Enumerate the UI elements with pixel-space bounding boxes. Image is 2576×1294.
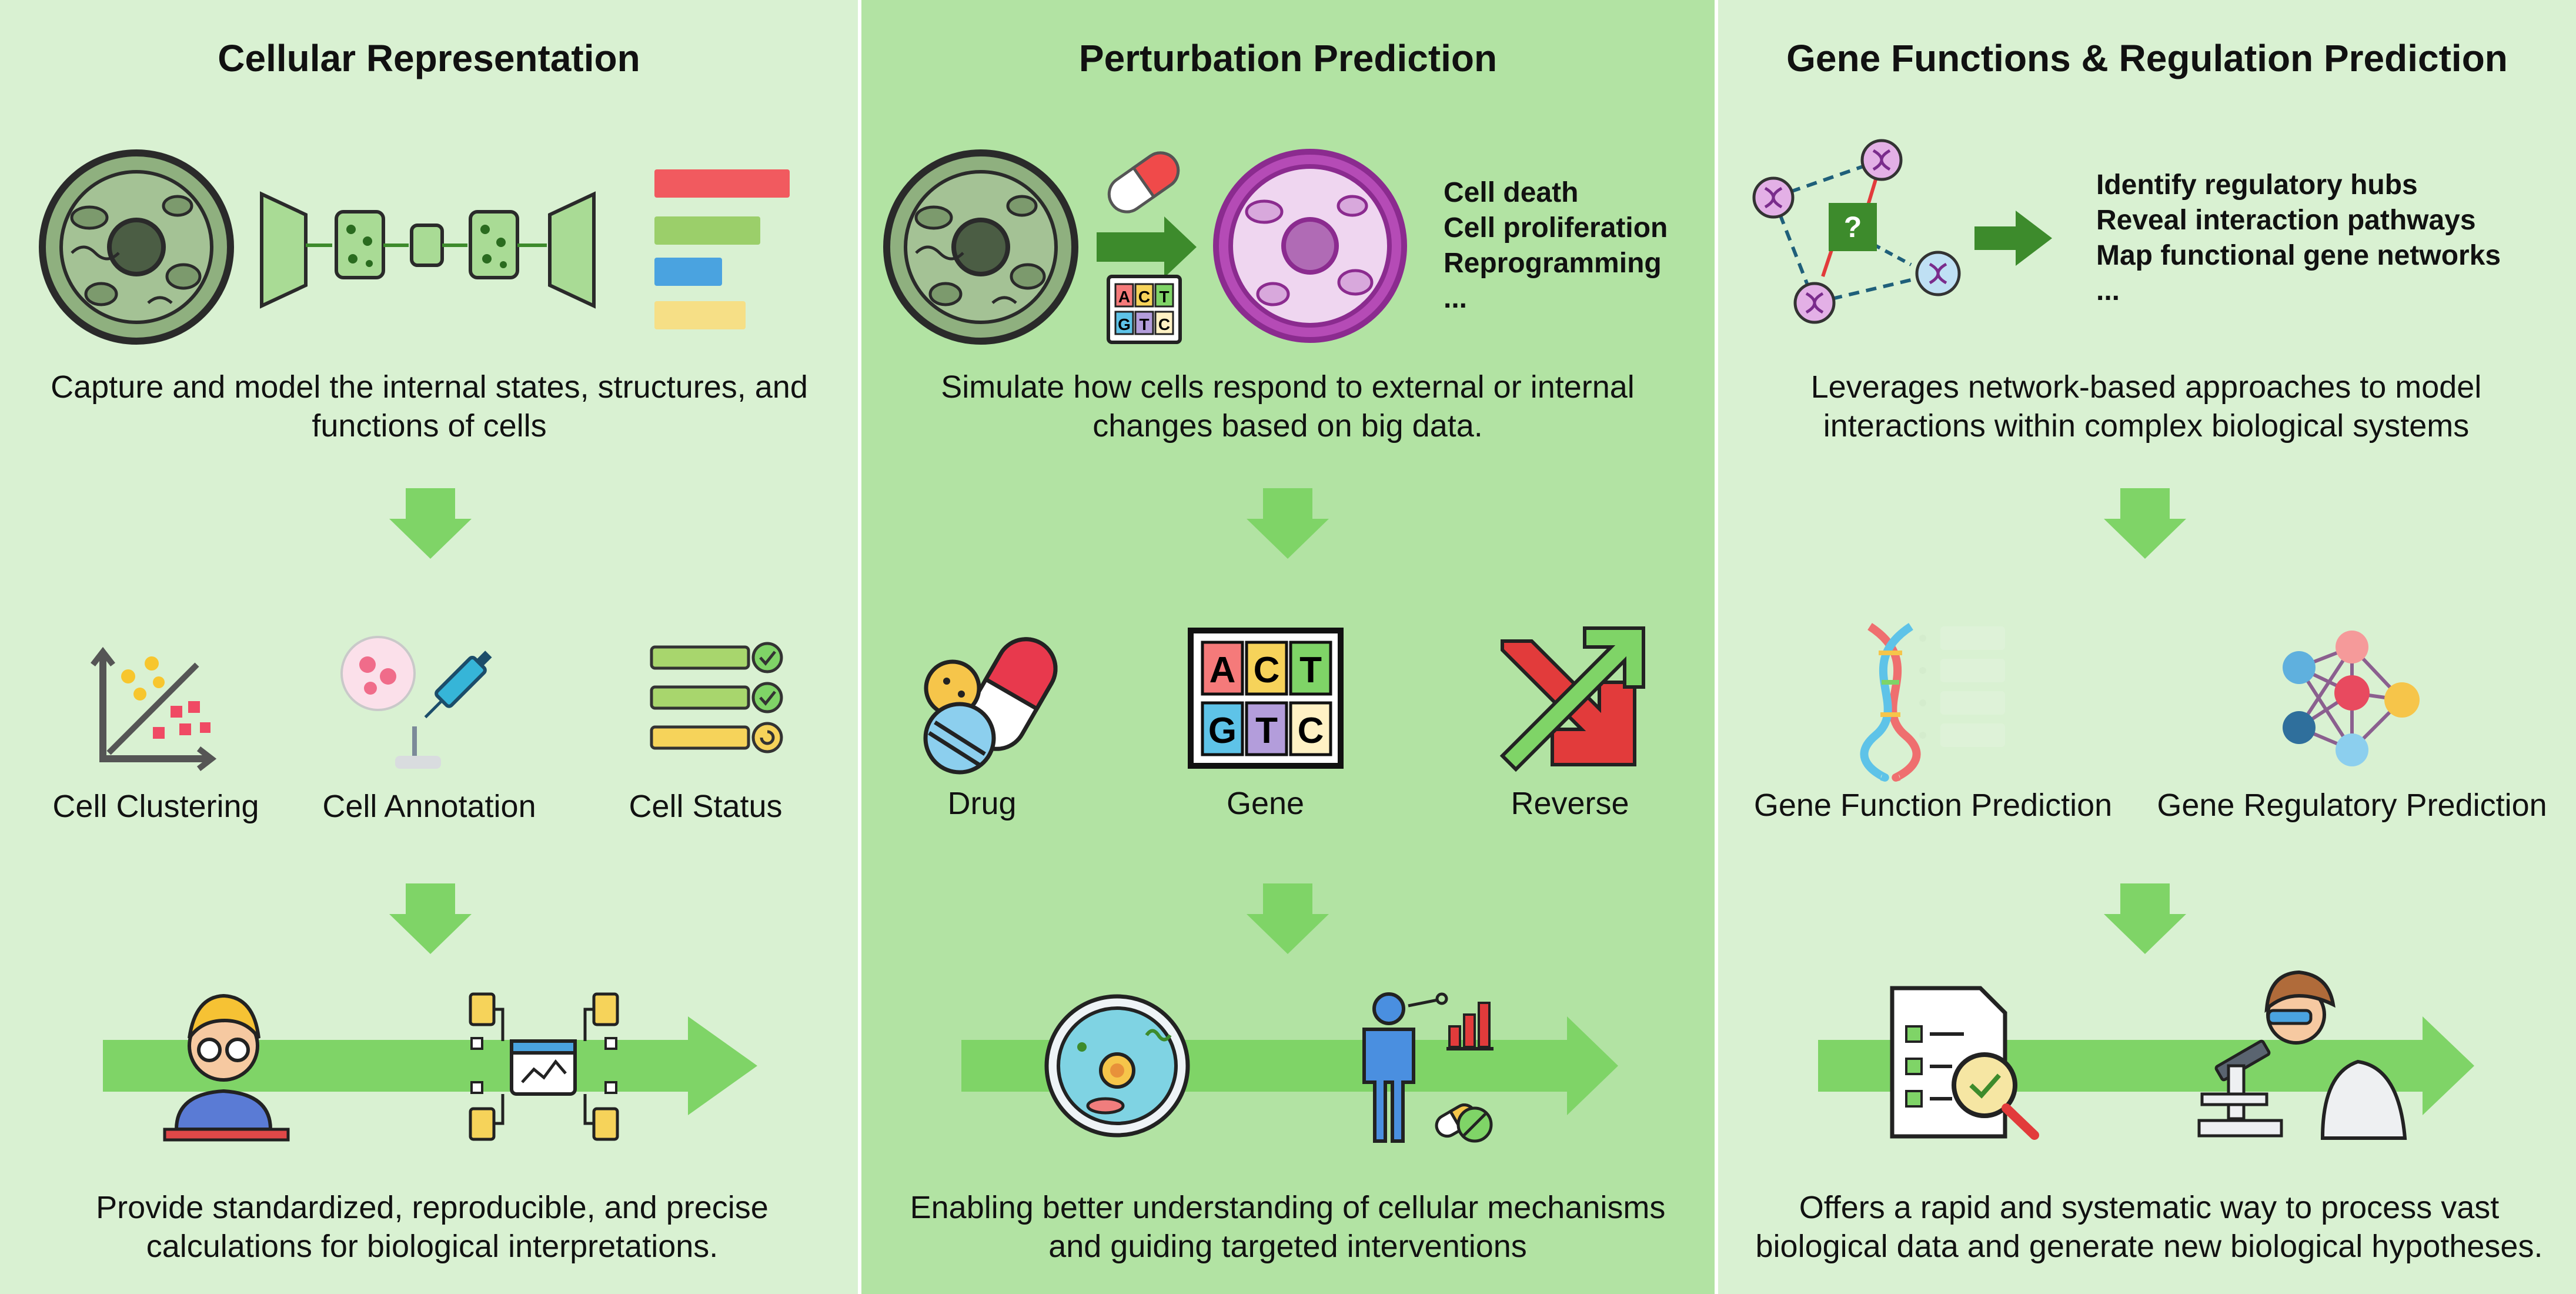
report-magnifier-icon: [1890, 986, 2039, 1140]
panel-outcome: Enabling better understanding of cellula…: [910, 1190, 1666, 1264]
outcome-item: Reprogramming: [1444, 248, 1662, 279]
outcome-item: ...: [1444, 283, 1468, 314]
dna-letter: G: [1118, 315, 1131, 333]
cell-icon: [42, 153, 230, 341]
drug-icon: [923, 637, 1058, 775]
item-label: Cell Status: [629, 789, 783, 824]
down-arrow: [1247, 488, 1329, 559]
researcher-icon: [163, 993, 290, 1142]
dna-letter: C: [1254, 650, 1280, 691]
scientist-microscope-icon: [2197, 970, 2407, 1140]
gene-grid-icon: A C T G T C: [1188, 628, 1344, 769]
scatter-cluster-icon: [91, 646, 217, 771]
item-label: Gene Regulatory Prediction: [2157, 788, 2547, 823]
outcome-item: Identify regulatory hubs: [2096, 169, 2418, 201]
down-arrow: [2104, 883, 2186, 954]
item-label: Gene Function Prediction: [1753, 788, 2113, 823]
outcome-item: Reveal interaction pathways: [2096, 205, 2476, 236]
annotation-syringe-icon: [340, 636, 492, 769]
dna-letter: C: [1298, 711, 1324, 751]
outcome-item: Cell death: [1444, 177, 1579, 208]
cell-culture-icon: [1044, 994, 1190, 1138]
transform-arrow: [1974, 211, 2052, 266]
item-label: Cell Clustering: [52, 789, 259, 824]
perturbed-cell-icon: [1213, 149, 1407, 343]
panel-description: Capture and model the internal states, s…: [51, 369, 808, 443]
dna-letter: T: [1255, 711, 1278, 751]
panel-outcome: Provide standardized, reproducible, and …: [96, 1190, 769, 1264]
data-network-icon: [469, 992, 619, 1141]
panel-description: Simulate how cells respond to external o…: [941, 369, 1635, 443]
panel-title: Gene Functions & Regulation Prediction: [1786, 37, 2508, 79]
dna-letter: C: [1138, 288, 1150, 306]
down-arrow: [1247, 883, 1329, 954]
dna-letter: T: [1139, 315, 1149, 333]
dna-letter: T: [1159, 288, 1169, 306]
question-mark: ?: [1844, 211, 1862, 244]
perturbation-outcomes-list: Cell death Cell proliferation Reprogramm…: [1444, 175, 1668, 316]
item-label: Gene: [1226, 786, 1305, 821]
regulation-outcomes-list: Identify regulatory hubs Reveal interact…: [2096, 168, 2501, 309]
feature-bars-icon: [654, 169, 790, 329]
item-label: Cell Annotation: [322, 789, 536, 824]
dna-helix-icon: [1860, 623, 2005, 782]
reverse-arrows-icon: [1499, 626, 1645, 772]
dna-letter: G: [1208, 711, 1237, 751]
status-checklist-icon: [650, 642, 783, 753]
transform-arrow: [1097, 216, 1197, 278]
autoencoder-icon: [260, 191, 596, 309]
dna-letter: C: [1158, 315, 1170, 333]
outcome-item: Cell proliferation: [1444, 212, 1668, 244]
gene-network-icon: ?: [1754, 141, 1961, 322]
down-arrow: [389, 488, 472, 559]
cell-icon: [887, 153, 1075, 341]
process-arrow: [103, 1016, 757, 1115]
panel-description: Leverages network-based approaches to mo…: [1810, 369, 2482, 443]
dna-letter: A: [1118, 288, 1130, 306]
panel-outcome: Offers a rapid and systematic way to pro…: [1755, 1190, 2543, 1264]
dna-letter: T: [1299, 650, 1322, 691]
panel-title: Cellular Representation: [218, 37, 640, 79]
down-arrow: [2104, 488, 2186, 559]
down-arrow: [389, 883, 472, 954]
neural-network-icon: [2283, 631, 2420, 766]
item-label: Reverse: [1511, 786, 1629, 821]
item-label: Drug: [947, 786, 1017, 821]
patient-icon: [1362, 992, 1494, 1143]
outcome-item: ...: [2096, 275, 2120, 306]
dna-letter: A: [1210, 650, 1236, 691]
panel-title: Perturbation Prediction: [1078, 37, 1498, 79]
pill-icon: [1107, 151, 1180, 214]
dna-grid-icon: A C T G T C: [1107, 275, 1182, 344]
outcome-item: Map functional gene networks: [2096, 240, 2501, 271]
